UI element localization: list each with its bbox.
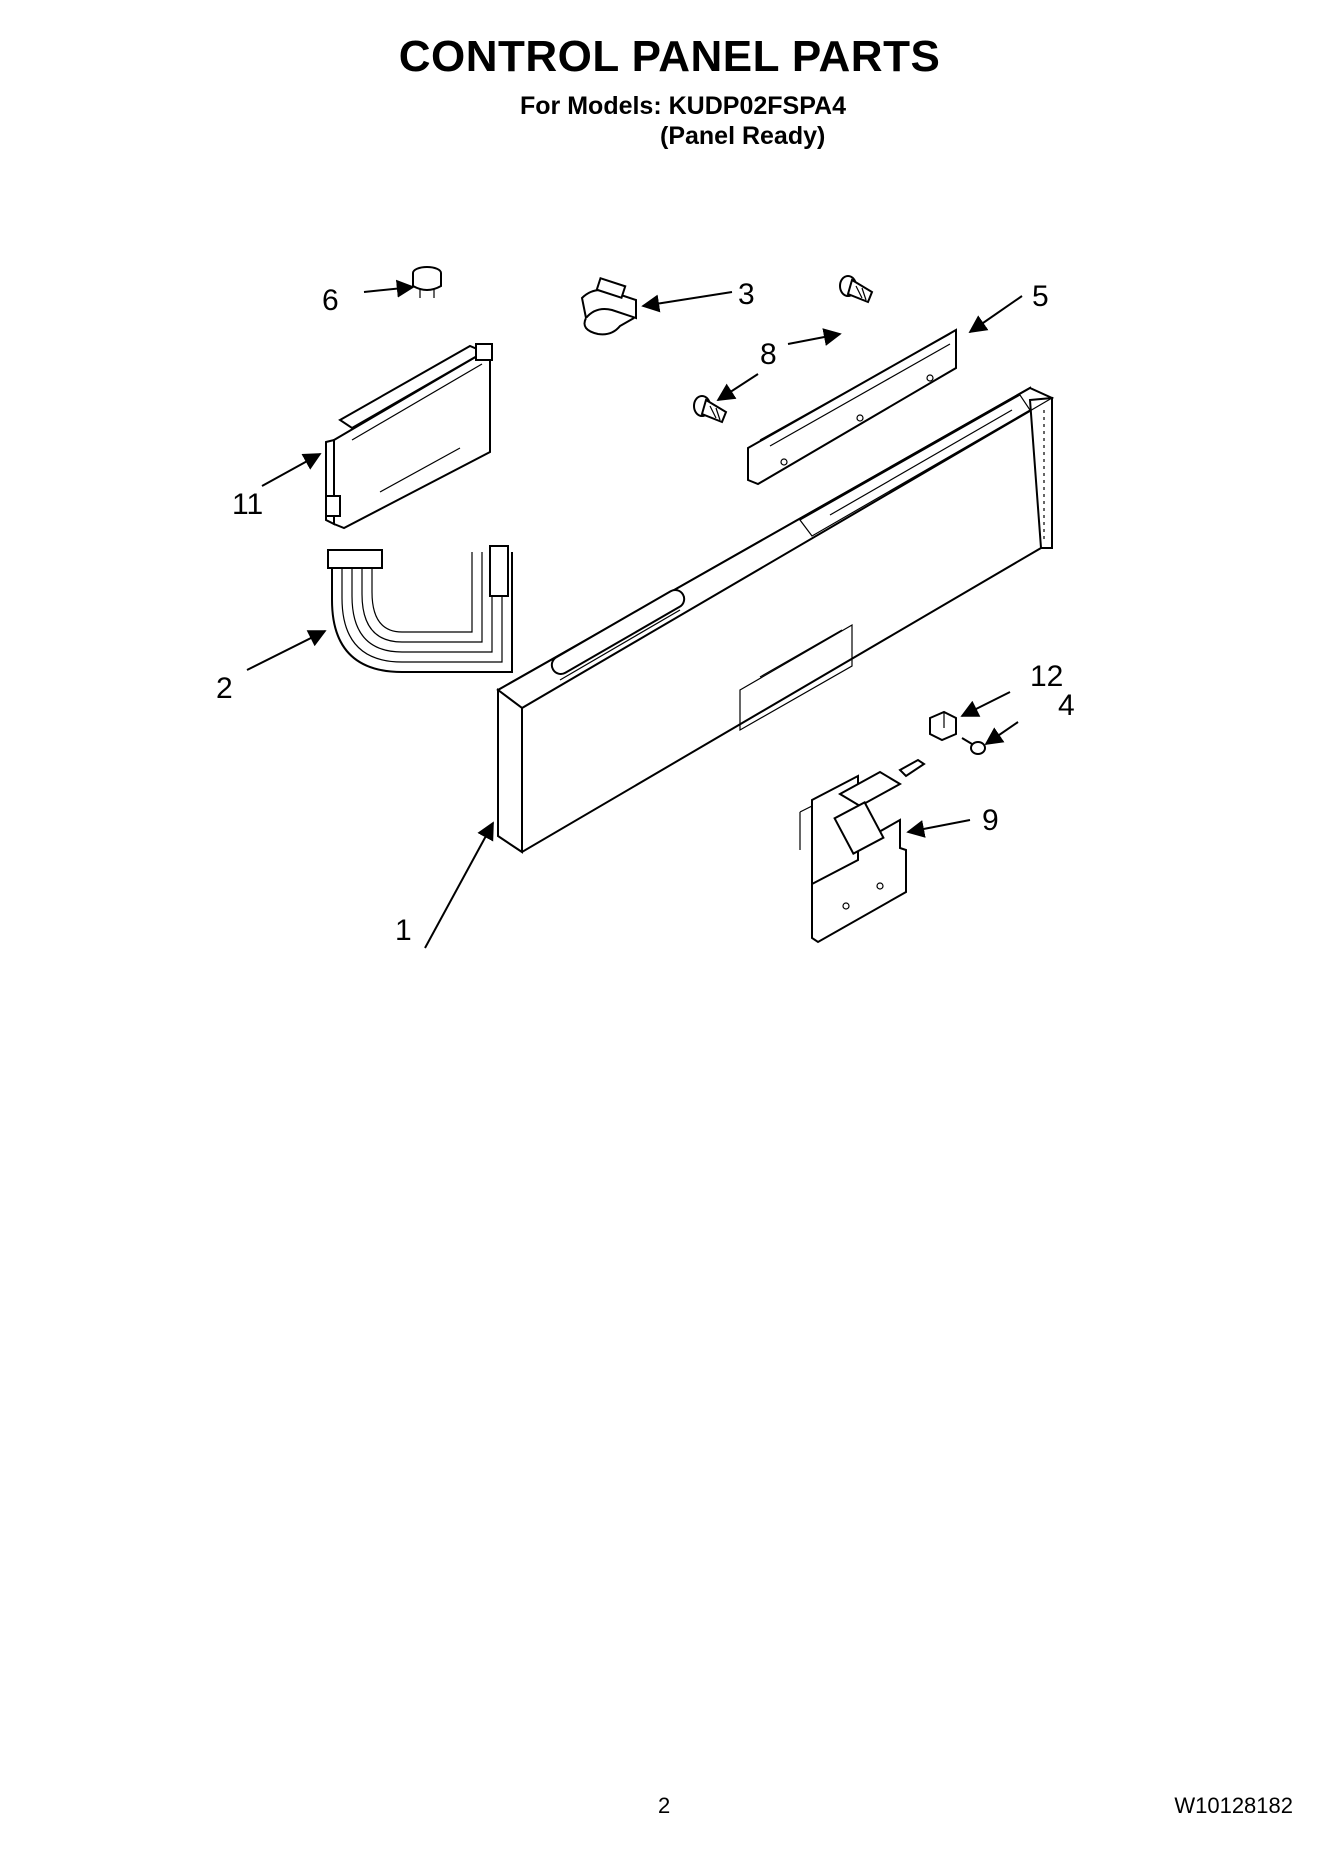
part-8-screw-lower <box>693 395 728 424</box>
part-1-console-panel <box>496 386 1055 854</box>
model-variant: (Panel Ready) <box>660 122 826 150</box>
part-4-small-screw <box>961 737 986 755</box>
part-6-button-cap <box>412 266 442 298</box>
callout-1: 1 <box>395 914 412 947</box>
callout-6: 6 <box>322 284 339 317</box>
part-8-screw-upper <box>839 275 874 304</box>
document-number: W10128182 <box>1174 1793 1293 1818</box>
callout-9: 9 <box>982 804 999 837</box>
callout-3: 3 <box>738 278 755 311</box>
part-2-ribbon-cable <box>327 545 513 673</box>
callout-11: 11 <box>232 488 263 521</box>
part-9-switch-assembly <box>799 758 926 944</box>
part-12-latch <box>929 710 957 742</box>
model-number: For Models: KUDP02FSPA4 <box>520 92 846 120</box>
leader-lines <box>246 279 1023 949</box>
page-number: 2 <box>658 1793 671 1818</box>
callout-4: 4 <box>1058 689 1075 722</box>
part-3-clip <box>580 277 637 336</box>
part-5-display-board <box>747 328 957 486</box>
callout-12: 12 <box>1030 660 1063 693</box>
page-title: CONTROL PANEL PARTS <box>398 32 941 81</box>
callout-2: 2 <box>216 672 233 705</box>
callout-5: 5 <box>1032 280 1049 313</box>
callout-8: 8 <box>760 338 777 371</box>
part-11-control-board <box>325 343 493 530</box>
